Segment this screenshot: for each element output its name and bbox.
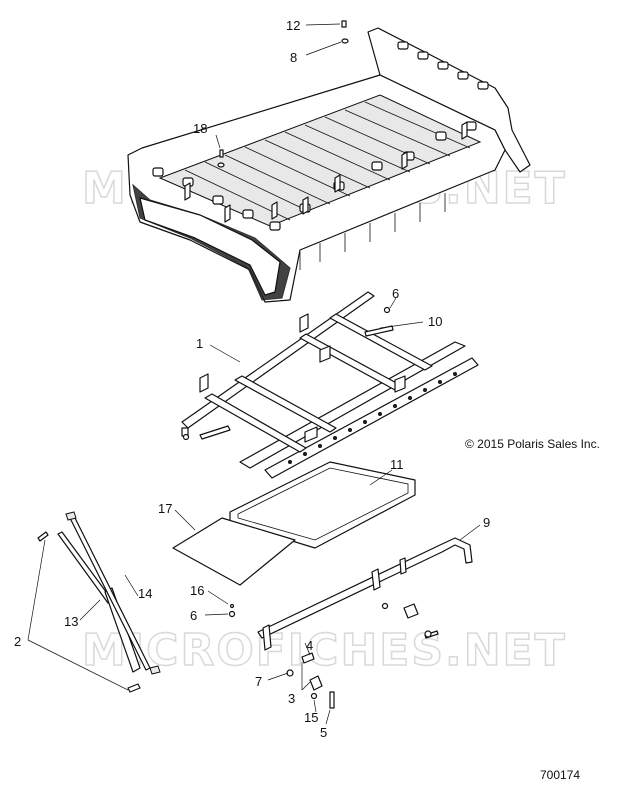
callout-17: 17 bbox=[158, 501, 172, 516]
gas-strut-13 bbox=[57, 531, 141, 673]
lift-handle-9 bbox=[257, 537, 473, 651]
callout-13: 13 bbox=[64, 614, 78, 629]
panel-17 bbox=[172, 517, 296, 586]
figure-number: 700174 bbox=[540, 768, 580, 782]
callout-10: 10 bbox=[428, 314, 442, 329]
callout-12: 12 bbox=[286, 18, 300, 33]
callout-11: 11 bbox=[390, 457, 404, 472]
washer-8 bbox=[341, 38, 349, 44]
latch-hardware bbox=[228, 602, 439, 709]
callout-6-bottom: 6 bbox=[190, 608, 197, 623]
leader-lines bbox=[27, 23, 481, 725]
gas-strut-14 bbox=[65, 511, 161, 675]
callout-18: 18 bbox=[193, 121, 207, 136]
callout-3: 3 bbox=[288, 691, 295, 706]
copyright-text: © 2015 Polaris Sales Inc. bbox=[465, 437, 600, 451]
callout-1: 1 bbox=[196, 336, 203, 351]
pin-2-bottom bbox=[127, 683, 141, 693]
callout-4: 4 bbox=[306, 638, 313, 653]
callout-9: 9 bbox=[483, 515, 490, 530]
callout-2: 2 bbox=[14, 634, 21, 649]
callout-7: 7 bbox=[255, 674, 262, 689]
cargo-box bbox=[127, 27, 531, 303]
watermark-bottom: MICROFICHES.NET bbox=[82, 625, 567, 676]
callout-16: 16 bbox=[190, 583, 204, 598]
screw-12 bbox=[341, 20, 347, 28]
callouts: 12 8 18 6 10 1 11 17 9 16 6 14 13 2 4 7 … bbox=[14, 18, 490, 740]
bed-frame bbox=[181, 291, 479, 479]
callout-8: 8 bbox=[290, 50, 297, 65]
screw-18 bbox=[217, 149, 225, 168]
callout-14: 14 bbox=[138, 586, 152, 601]
callout-5: 5 bbox=[320, 725, 327, 740]
pin-2-top bbox=[37, 531, 49, 542]
callout-15: 15 bbox=[304, 710, 318, 725]
callout-6-top: 6 bbox=[392, 286, 399, 301]
